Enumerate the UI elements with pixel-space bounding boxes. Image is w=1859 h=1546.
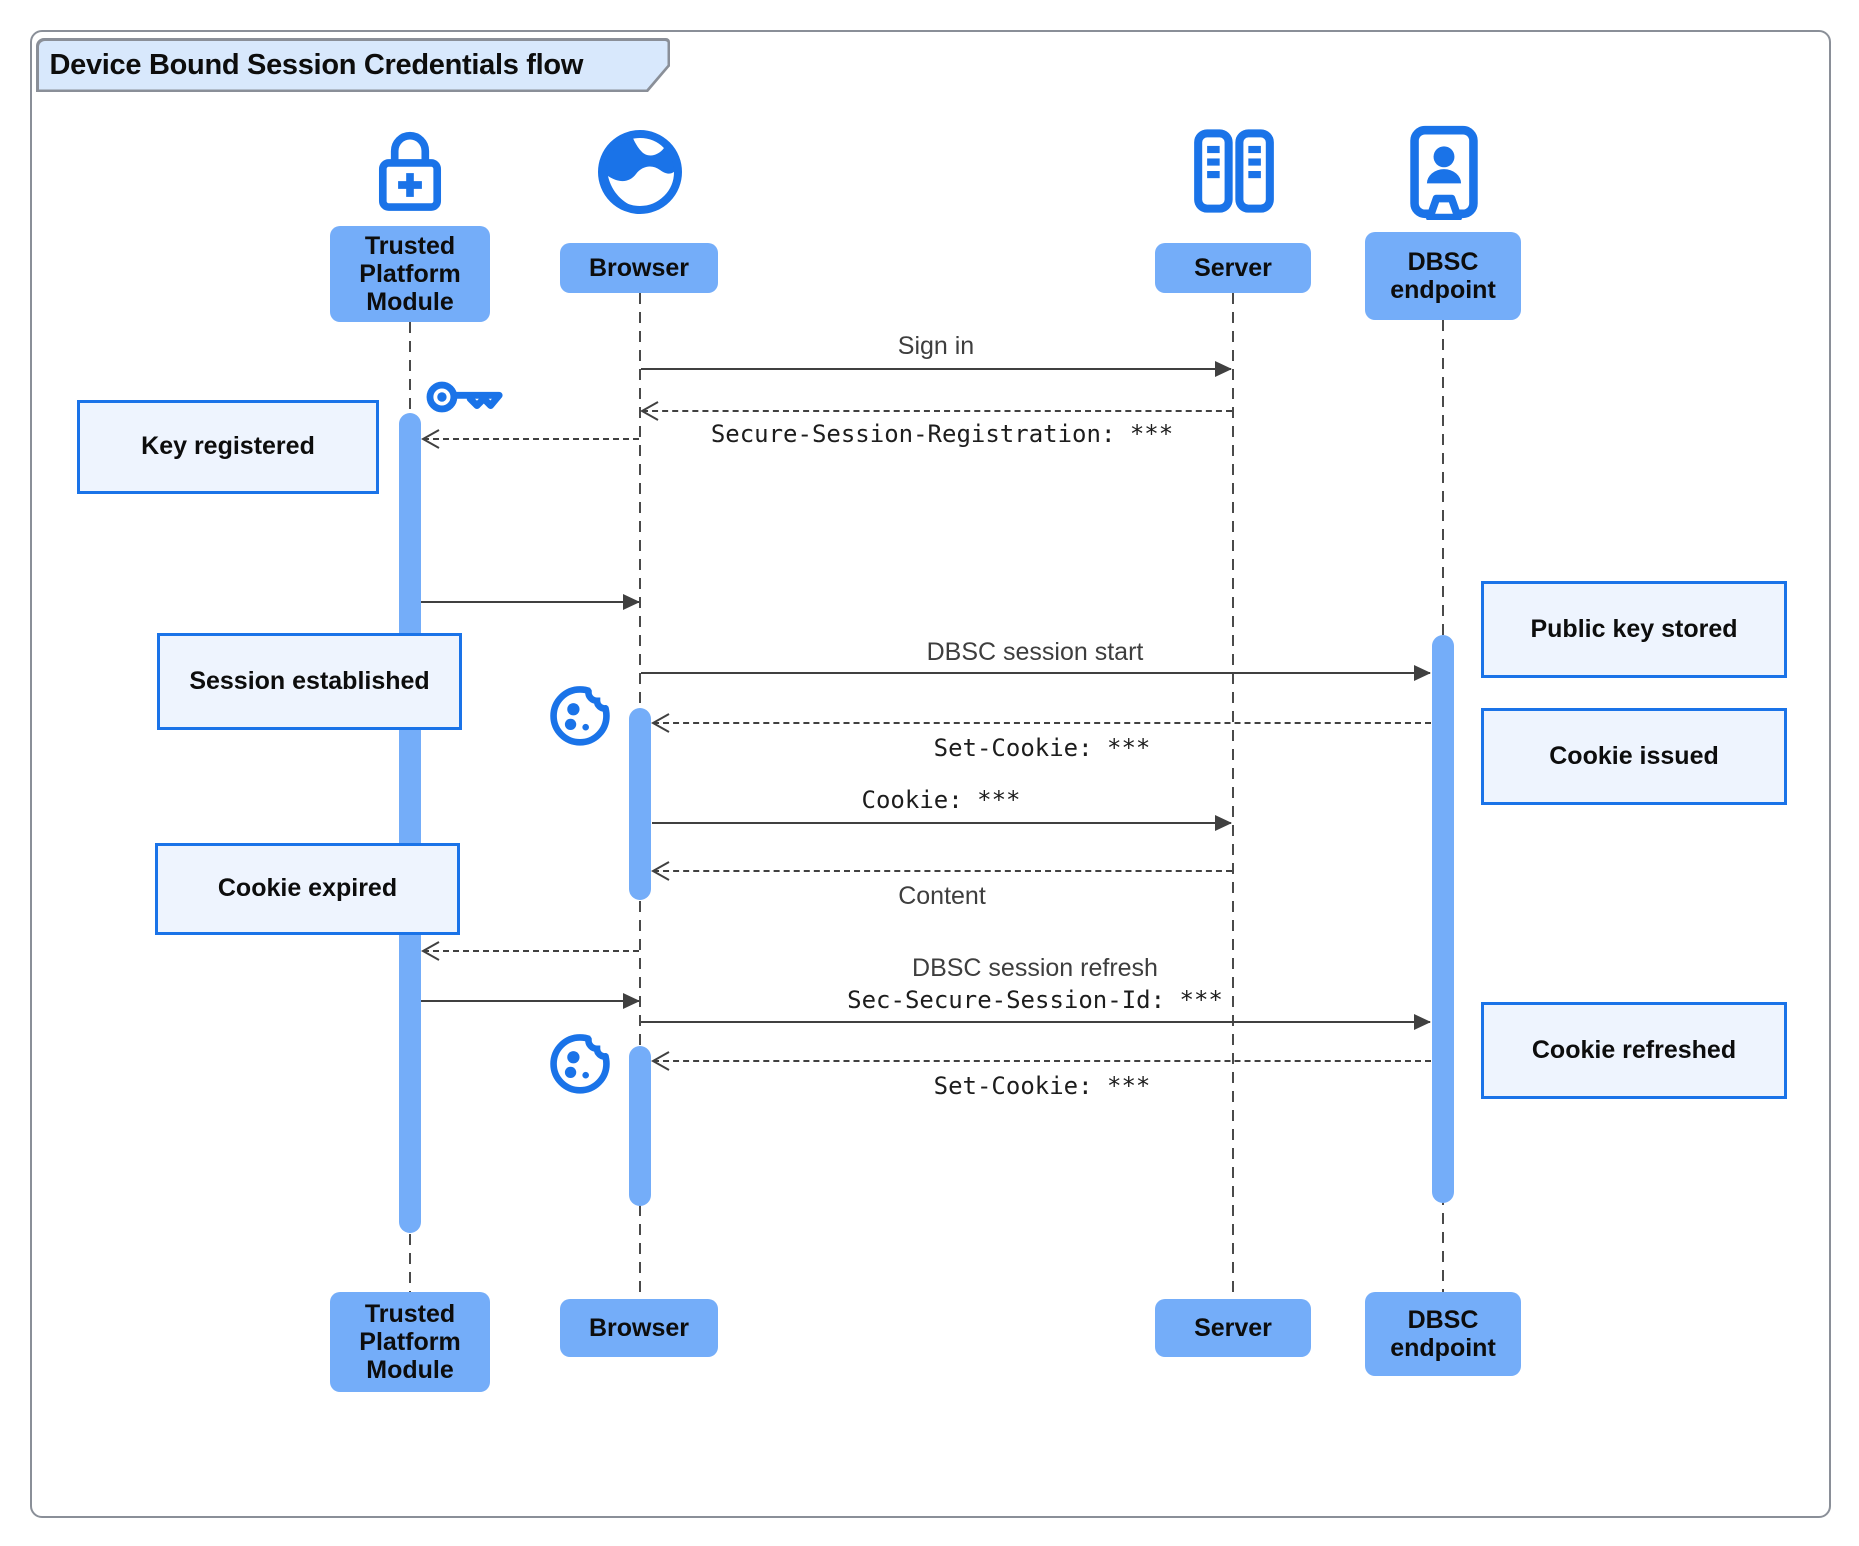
activation-bar-dbsc: [1432, 635, 1454, 1203]
arrowhead-icon: [640, 400, 660, 422]
arrowhead-icon: [1414, 1014, 1431, 1030]
note-public-key-stored: Public key stored: [1481, 581, 1787, 678]
diagram-frame: [30, 30, 1831, 1518]
note-cookie-refreshed: Cookie refreshed: [1481, 1002, 1787, 1099]
arrow-sign-in: [641, 361, 1232, 377]
actor-label: Trusted Platform Module: [359, 232, 461, 316]
message-label-cookie: Cookie: ***: [861, 786, 1021, 814]
note-cookie-expired: Cookie expired: [155, 843, 460, 935]
lifeline-server: [1232, 293, 1234, 1299]
arrowhead-icon: [421, 428, 441, 450]
arrowhead-icon: [651, 860, 671, 882]
arrowhead-icon: [421, 940, 441, 962]
actor-top-tpm: Trusted Platform Module: [330, 226, 490, 322]
actor-label: Browser: [588, 1314, 690, 1342]
note-session-established: Session established: [157, 633, 462, 730]
actor-top-browser: Browser: [560, 243, 718, 293]
actor-bottom-dbsc: DBSC endpoint: [1365, 1292, 1521, 1376]
actor-bottom-server: Server: [1155, 1299, 1311, 1357]
actor-top-server: Server: [1155, 243, 1311, 293]
actor-label: Browser: [588, 254, 690, 282]
cookie-icon: [546, 1028, 614, 1096]
arrowhead-icon: [1215, 815, 1232, 831]
activation-bar-tpm: [399, 413, 421, 1233]
page-title: Device Bound Session Credentials flow: [49, 48, 584, 81]
message-label-set-cookie-2: Set-Cookie: ***: [933, 1072, 1151, 1100]
actor-label: DBSC endpoint: [1390, 1306, 1496, 1362]
message-label-set-cookie-1: Set-Cookie: ***: [933, 734, 1151, 762]
activation-bar-browser-2: [629, 1046, 651, 1206]
message-label-content: Content: [898, 882, 986, 910]
arrow-tpm-to-browser-2: [421, 993, 640, 1009]
server-rack-icon: [1191, 128, 1277, 214]
actor-label: Server: [1194, 1314, 1272, 1342]
arrowhead-icon: [1414, 665, 1431, 681]
arrow-browser-to-tpm-2: [421, 941, 639, 961]
arrowhead-icon: [623, 993, 640, 1009]
message-label-dbsc-start: DBSC session start: [926, 638, 1144, 666]
arrow-dbsc-start: [641, 665, 1431, 681]
actor-bottom-tpm: Trusted Platform Module: [330, 1292, 490, 1392]
message-label-refresh-session-id: Sec-Secure-Session-Id: ***: [847, 986, 1223, 1014]
arrowhead-icon: [651, 1050, 671, 1072]
arrow-refresh: [641, 1014, 1431, 1030]
message-label-refresh: DBSC session refresh: [912, 954, 1158, 982]
diagram-title-tab: Device Bound Session Credentials flow: [36, 38, 670, 92]
message-label-registration: Secure-Session-Registration: ***: [710, 420, 1174, 448]
person-badge-icon: [1406, 124, 1482, 220]
key-icon: [424, 370, 506, 424]
arrow-registration: [640, 401, 1232, 421]
arrow-browser-to-tpm-1: [421, 429, 639, 449]
arrow-tpm-to-browser-1: [421, 594, 640, 610]
arrow-cookie: [652, 815, 1232, 831]
note-cookie-issued: Cookie issued: [1481, 708, 1787, 805]
note-key-registered: Key registered: [77, 400, 379, 494]
actor-top-dbsc: DBSC endpoint: [1365, 232, 1521, 320]
actor-label: Trusted Platform Module: [359, 1300, 461, 1384]
actor-label: DBSC endpoint: [1390, 248, 1496, 304]
lock-plus-icon: [376, 118, 444, 218]
cookie-icon: [546, 680, 614, 748]
activation-bar-browser-1: [629, 708, 651, 900]
arrow-content: [651, 861, 1232, 881]
globe-icon: [598, 130, 682, 214]
actor-label: Server: [1194, 254, 1272, 282]
arrowhead-icon: [623, 594, 640, 610]
arrow-set-cookie-2: [651, 1051, 1431, 1071]
actor-bottom-browser: Browser: [560, 1299, 718, 1357]
arrow-set-cookie-1: [651, 713, 1431, 733]
arrowhead-icon: [1215, 361, 1232, 377]
message-label-sign-in: Sign in: [897, 332, 975, 360]
arrowhead-icon: [651, 712, 671, 734]
